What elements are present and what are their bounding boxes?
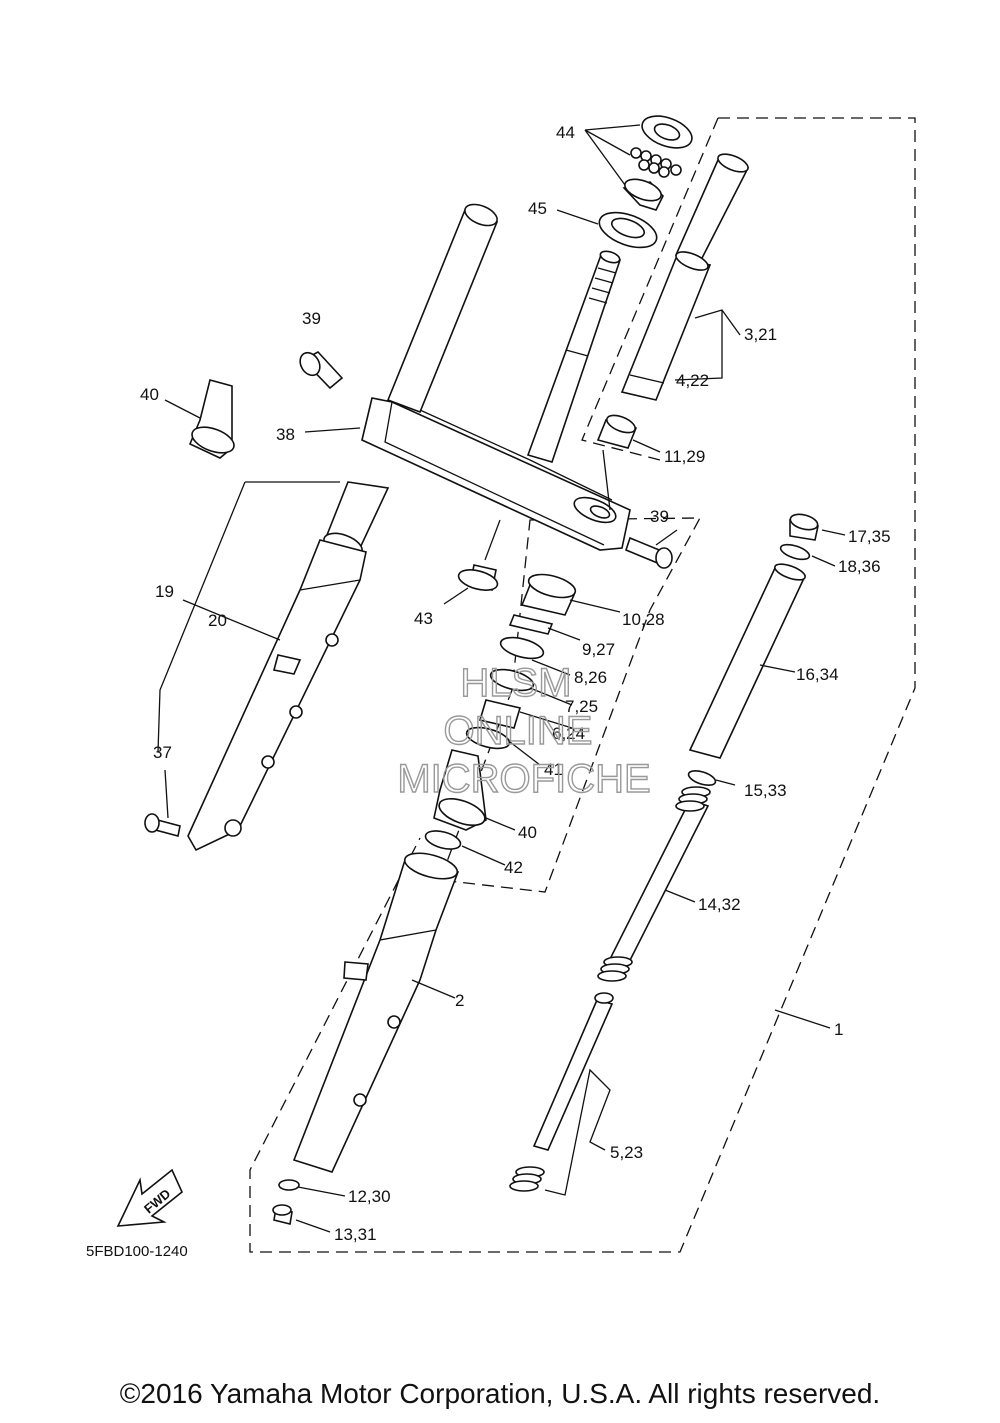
callout-5-23: 5,23 xyxy=(610,1143,643,1162)
callout-9-27: 9,27 xyxy=(582,640,615,659)
bearing-race-top xyxy=(641,115,693,149)
fork-tube-left xyxy=(386,203,499,414)
under-bracket xyxy=(361,397,631,551)
callout-16-34: 16,34 xyxy=(796,665,839,684)
watermark: HLSM ONLINE MICROFICHE xyxy=(397,660,652,801)
cover-40-upper xyxy=(188,379,235,459)
callout-39-lower: 39 xyxy=(650,507,669,526)
o-ring-42 xyxy=(424,830,462,850)
callout-3-21: 3,21 xyxy=(744,325,777,344)
cap-bolt xyxy=(789,513,819,541)
fork-outer-tube-right xyxy=(292,852,460,1173)
callout-45: 45 xyxy=(528,199,547,218)
callout-6-24: 6,24 xyxy=(552,724,585,743)
bearing-balls xyxy=(630,147,682,178)
bushing-7-25 xyxy=(489,668,535,692)
callout-43: 43 xyxy=(414,609,433,628)
damper-rod xyxy=(509,992,614,1192)
washer-12-30 xyxy=(278,1179,300,1191)
callout-4-22: 4,22 xyxy=(676,371,709,390)
callout-1: 1 xyxy=(834,1020,843,1039)
washer-15-33 xyxy=(687,770,717,786)
callout-19: 19 xyxy=(155,582,174,601)
callout-39-upper: 39 xyxy=(302,309,321,328)
callout-11-29: 11,29 xyxy=(664,447,705,466)
collar-11-29 xyxy=(596,414,638,449)
callout-2: 2 xyxy=(455,991,464,1010)
leader-lines xyxy=(157,124,846,1233)
clip-9-27 xyxy=(508,614,554,635)
spacer-tube xyxy=(688,563,807,759)
washer-41 xyxy=(465,726,511,750)
watermark-line-3: MICROFICHE xyxy=(397,757,650,801)
callout-40-upper: 40 xyxy=(140,385,159,404)
bearing-cone xyxy=(622,178,664,211)
fork-inner-tube-upper xyxy=(674,153,750,263)
callout-13-31: 13,31 xyxy=(334,1225,377,1244)
oil-seal-10-28 xyxy=(520,573,577,616)
watermark-line-2: ONLINE xyxy=(444,709,593,753)
bolt-39-upper xyxy=(299,351,344,390)
watermark-line-1: HLSM xyxy=(460,661,571,705)
callout-15-33: 15,33 xyxy=(744,781,787,800)
bearing-race-lower xyxy=(598,211,658,249)
callout-7-25: 7,25 xyxy=(565,697,598,716)
steering-stem xyxy=(526,250,622,463)
nut-43 xyxy=(457,564,499,591)
washer-8-26 xyxy=(499,636,545,660)
fork-outer-tube-left xyxy=(187,481,390,852)
bushing-6-24 xyxy=(478,699,522,729)
drain-bolt-13-31 xyxy=(272,1204,293,1225)
callout-44: 44 xyxy=(556,123,575,142)
fwd-arrow-icon: FWD xyxy=(116,1168,183,1227)
callout-8-26: 8,26 xyxy=(574,668,607,687)
callout-37: 37 xyxy=(153,743,172,762)
callout-10-28: 10,28 xyxy=(622,610,665,629)
bolt-39-lower xyxy=(625,536,673,569)
callout-42: 42 xyxy=(504,858,523,877)
callout-40-lower: 40 xyxy=(518,823,537,842)
callout-20: 20 xyxy=(208,611,227,630)
cover-40-lower xyxy=(433,749,487,831)
callout-17-35: 17,35 xyxy=(848,527,891,546)
bolt-37 xyxy=(144,813,181,837)
fork-spring xyxy=(597,786,711,982)
copyright-notice: ©2016 Yamaha Motor Corporation, U.S.A. A… xyxy=(119,1378,881,1409)
callout-41: 41 xyxy=(544,760,563,779)
assembly-1-boundary xyxy=(249,117,916,1253)
callout-12-30: 12,30 xyxy=(348,1187,391,1206)
callout-38: 38 xyxy=(276,425,295,444)
damper-rod-cylinder xyxy=(620,251,712,401)
callout-14-32: 14,32 xyxy=(698,895,741,914)
callout-18-36: 18,36 xyxy=(838,557,881,576)
diagram-code: 5FBD100-1240 xyxy=(86,1243,188,1260)
inner-kit-boundary-upper xyxy=(581,117,719,461)
o-ring-18-36 xyxy=(779,543,811,561)
